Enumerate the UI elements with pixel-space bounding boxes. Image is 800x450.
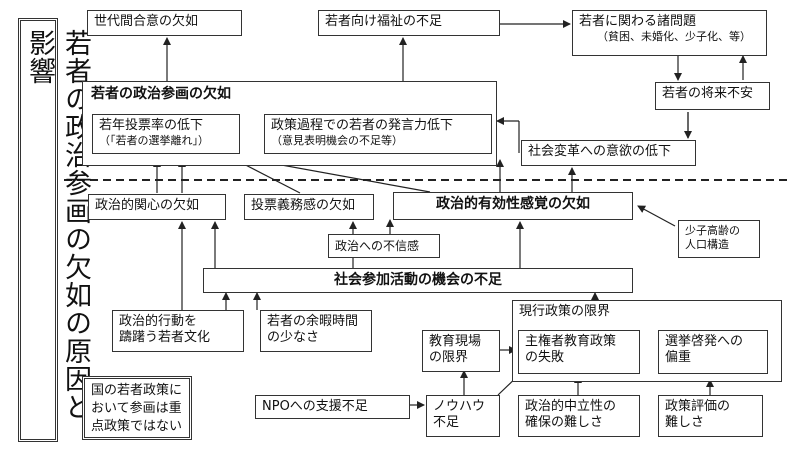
node-shukensha: 主権者教育政策 の失敗 <box>518 330 640 374</box>
node-kyoiku-genba: 教育現場 の限界 <box>422 330 500 372</box>
node-yukosei: 政治的有効性感覚の欠如 <box>393 192 633 220</box>
node-churitsu: 政治的中立性の 確保の難しさ <box>518 395 640 437</box>
node-hatsugenryoku: 政策過程での若者の発言力低下 （意見表明機会の不足等） <box>264 114 492 154</box>
node-shoshi: 少子高齢の 人口構造 <box>678 220 760 258</box>
node-senkyo: 選挙啓発への 偏重 <box>658 330 768 374</box>
node-kodo: 政治的行動を 躊躇う若者文化 <box>112 310 244 352</box>
node-gimukan: 投票義務感の欠如 <box>244 194 374 220</box>
node-henkaku: 社会変革への意欲の低下 <box>521 140 696 166</box>
node-sedai: 世代間合意の欠如 <box>87 10 242 36</box>
node-knowhow: ノウハウ 不足 <box>426 395 500 437</box>
node-fushin: 政治への不信感 <box>328 234 440 258</box>
arrow-shoshi-to-yukosei <box>637 205 676 227</box>
node-shakai-sanka: 社会参加活動の機会の不足 <box>203 268 633 293</box>
node-shorai: 若者の将来不安 <box>655 82 770 110</box>
node-hyoka: 政策評価の 難しさ <box>658 395 763 437</box>
node-shomondai: 若者に関わる諸問題 （貧困、未婚化、少子化、等） <box>572 10 767 56</box>
note-national-policy: 国の若者政策に おいて参画は重 点政策ではない <box>82 376 192 440</box>
node-fukushi: 若者向け福祉の不足 <box>318 10 500 36</box>
node-npo: NPOへの支援不足 <box>255 395 410 419</box>
node-kanshin: 政治的関心の欠如 <box>88 194 226 220</box>
node-yoka: 若者の余暇時間 の少なさ <box>260 310 372 352</box>
node-tohyoritsu: 若年投票率の低下 （「若者の選挙離れ」） <box>92 114 240 154</box>
main-title-frame: 若者の政治参画の欠如の原因と影響 <box>18 18 91 442</box>
